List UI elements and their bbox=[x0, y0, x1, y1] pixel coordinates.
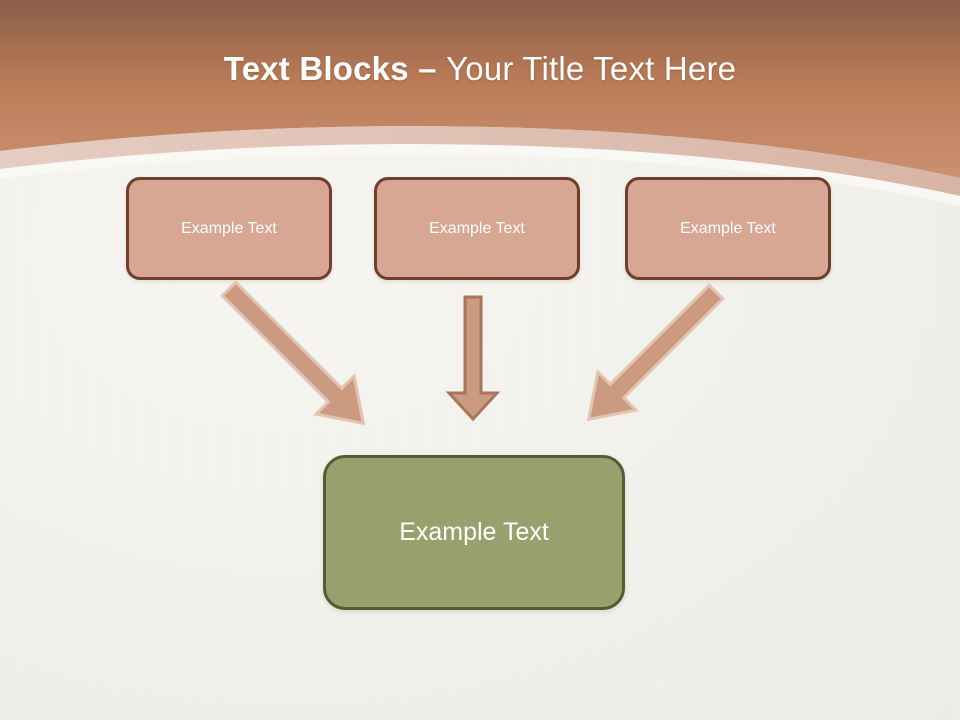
text-block-3[interactable]: Example Text bbox=[625, 177, 831, 280]
header-gradient-shape bbox=[0, 0, 960, 178]
header-banner bbox=[0, 0, 960, 206]
text-block-3-label: Example Text bbox=[680, 219, 776, 237]
page-title: Text Blocks – Your Title Text Here bbox=[0, 49, 960, 89]
header-accent-band bbox=[0, 126, 960, 196]
page-title-light: Your Title Text Here bbox=[446, 50, 737, 87]
page-title-bold: Text Blocks bbox=[223, 50, 419, 87]
header-highlight-edge bbox=[0, 144, 960, 206]
page-title-separator: – bbox=[418, 50, 447, 87]
text-block-result-label: Example Text bbox=[399, 518, 549, 546]
text-block-1[interactable]: Example Text bbox=[126, 177, 332, 280]
text-block-1-label: Example Text bbox=[181, 219, 277, 237]
text-block-2-label: Example Text bbox=[429, 219, 525, 237]
text-block-result[interactable]: Example Text bbox=[323, 455, 625, 610]
arrow-down-right[interactable] bbox=[210, 270, 383, 443]
arrow-down[interactable] bbox=[445, 295, 501, 422]
text-block-2[interactable]: Example Text bbox=[374, 177, 580, 280]
arrow-down-left[interactable] bbox=[570, 273, 735, 438]
